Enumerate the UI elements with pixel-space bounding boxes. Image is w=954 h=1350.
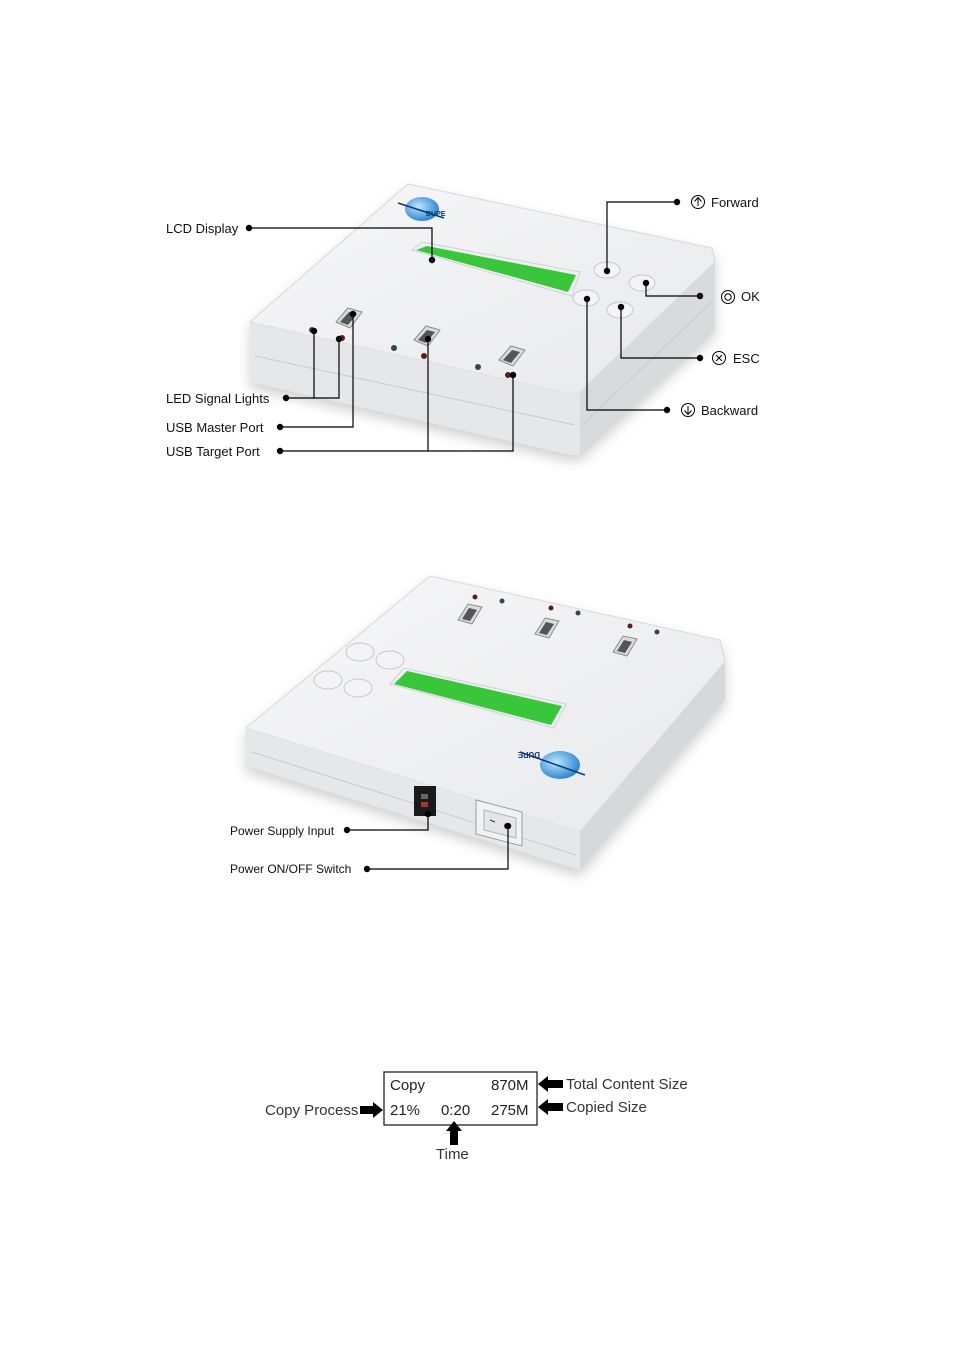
label-led-signal-lights: LED Signal Lights <box>166 391 269 406</box>
annotation-copy-process: Copy Process <box>265 1102 358 1119</box>
arrow-left-icon <box>538 1099 563 1115</box>
annotation-copied-size: Copied Size <box>566 1099 647 1116</box>
double-circle-icon <box>722 291 735 304</box>
arrow-right-icon <box>360 1102 383 1118</box>
arrow-down-circle-icon <box>682 404 695 417</box>
label-esc: ESC <box>733 351 760 366</box>
power-supply-jack <box>414 786 436 816</box>
label-ok: OK <box>741 289 760 304</box>
label-usb-master-port: USB Master Port <box>166 420 264 435</box>
lcd-line1-mode: Copy <box>390 1077 425 1094</box>
label-lcd-display: LCD Display <box>166 221 238 236</box>
lcd-line2-percent: 21% <box>390 1102 420 1119</box>
x-circle-icon <box>713 352 726 365</box>
label-forward: Forward <box>711 195 759 210</box>
svg-text:DUPE: DUPE <box>517 750 540 759</box>
annotation-total-content-size: Total Content Size <box>566 1076 688 1093</box>
arrow-up-circle-icon <box>692 196 705 209</box>
lcd-line2-copied-size: 275M <box>491 1102 529 1119</box>
annotation-time: Time <box>436 1146 469 1163</box>
label-power-supply-input: Power Supply Input <box>230 824 334 838</box>
svg-text:DUPE: DUPE <box>426 211 446 218</box>
lcd-line1-total-size: 870M <box>491 1077 529 1094</box>
label-backward: Backward <box>701 403 758 418</box>
arrow-left-icon <box>538 1076 563 1092</box>
label-power-switch: Power ON/OFF Switch <box>230 862 351 876</box>
device-body-top-view <box>250 184 715 455</box>
label-usb-target-port: USB Target Port <box>166 444 260 459</box>
lcd-line2-time: 0:20 <box>441 1102 470 1119</box>
